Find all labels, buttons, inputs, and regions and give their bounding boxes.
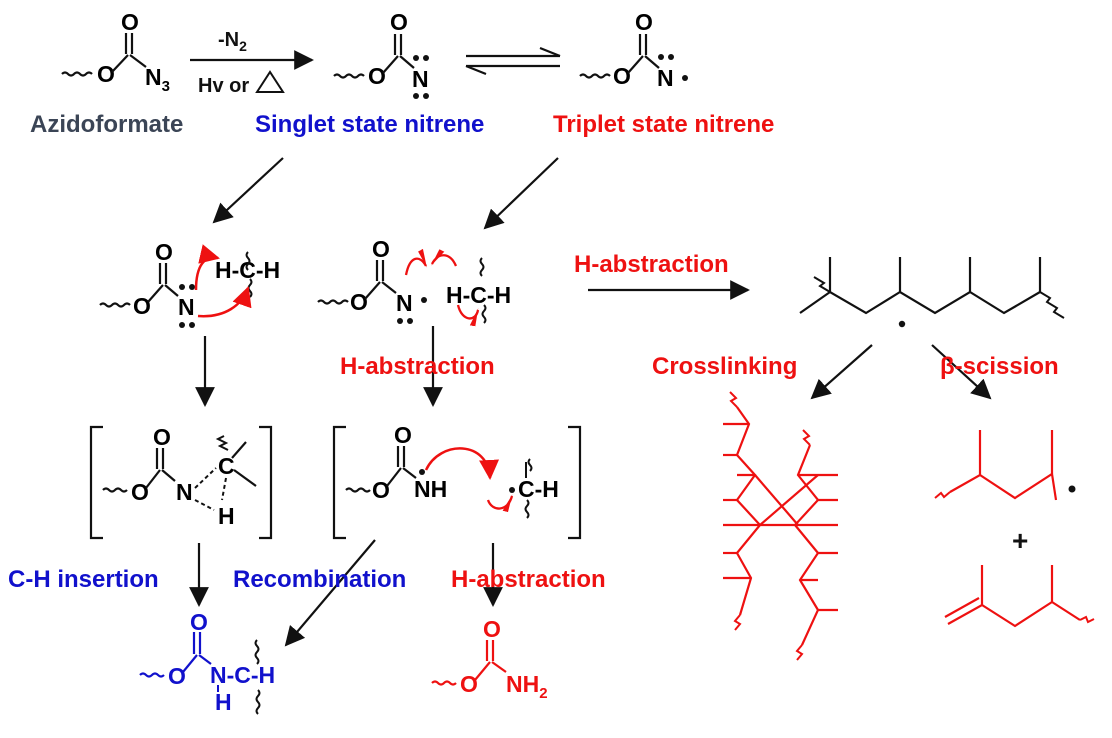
amide-product: O O NH2	[431, 616, 548, 702]
atom-n: N	[178, 294, 195, 320]
atom-o: O	[97, 61, 115, 87]
arrow	[284, 539, 376, 647]
arrow	[212, 157, 284, 224]
atom-o: O	[121, 9, 139, 35]
atom-o: O	[131, 479, 149, 505]
atom-o: O	[153, 424, 171, 450]
singlet-label: Singlet state nitrene	[255, 111, 484, 138]
plus-sign: +	[1012, 525, 1028, 556]
h-abstraction-label: H-abstraction	[340, 353, 495, 380]
heat-triangle-icon	[255, 70, 285, 93]
ch-fragment: C-H	[518, 476, 559, 502]
arrow	[931, 344, 992, 400]
triplet-label: Triplet state nitrene	[553, 111, 774, 138]
atom-o: O	[390, 9, 408, 35]
atom-o: O	[372, 236, 390, 262]
atom-n3: N3	[145, 64, 170, 95]
h-abstraction-label: H-abstraction	[574, 251, 729, 278]
recombination-label: Recombination	[233, 566, 406, 593]
triplet-ch-complex: O O N H-C-H	[317, 236, 511, 327]
atom-c: C	[218, 453, 235, 479]
reagent-label: -N2	[218, 29, 247, 54]
atom-n: N	[657, 65, 674, 91]
atom-n: N	[176, 479, 193, 505]
azidoformate-structure: O O N3	[61, 9, 170, 95]
abstraction-transition-state: O O NH C-H	[332, 422, 582, 540]
triplet-nitrene-structure: O O N	[579, 9, 688, 91]
carbamate-product: O O N-C-H H	[139, 609, 275, 715]
beta-scission-radical	[934, 430, 1058, 501]
atom-n: N	[412, 66, 429, 92]
equilibrium-arrows	[465, 46, 561, 76]
atom-o: O	[372, 477, 390, 503]
crosslinking-label: Crosslinking	[652, 353, 797, 380]
radical-dot	[1068, 485, 1076, 493]
insertion-transition-state: O O N C H	[89, 424, 273, 540]
nh-group: NH	[414, 476, 447, 502]
atom-n: N	[396, 290, 413, 316]
atom-h: H	[215, 689, 232, 715]
atom-o: O	[483, 616, 501, 642]
atom-h: H	[218, 503, 235, 529]
crosslinked-network	[723, 391, 838, 661]
atom-o: O	[394, 422, 412, 448]
arrow	[483, 157, 559, 230]
atom-o: O	[155, 239, 173, 265]
nh2-group: NH2	[506, 671, 548, 702]
atom-o: O	[168, 663, 186, 689]
beta-scission-alkene	[944, 565, 1095, 628]
singlet-nitrene-structure: O O N	[333, 9, 429, 99]
singlet-ch-complex: O O N H-C-H	[99, 239, 280, 328]
atom-o: O	[190, 609, 208, 635]
atom-o: O	[133, 293, 151, 319]
azidoformate-label: Azidoformate	[30, 111, 183, 138]
beta-scission-label: β-scission	[940, 353, 1059, 380]
atom-o: O	[635, 9, 653, 35]
atom-o: O	[368, 63, 386, 89]
polymer-radical	[799, 257, 1065, 328]
atom-o: O	[460, 671, 478, 697]
atom-o: O	[613, 63, 631, 89]
h-abstraction-label: H-abstraction	[451, 566, 606, 593]
nch-fragment: N-C-H	[210, 662, 275, 688]
condition-label: Hv or	[198, 75, 249, 97]
arrow	[810, 344, 873, 400]
ch-insertion-label: C-H insertion	[8, 566, 159, 593]
atom-o: O	[350, 289, 368, 315]
hch-fragment: H-C-H	[446, 282, 511, 308]
